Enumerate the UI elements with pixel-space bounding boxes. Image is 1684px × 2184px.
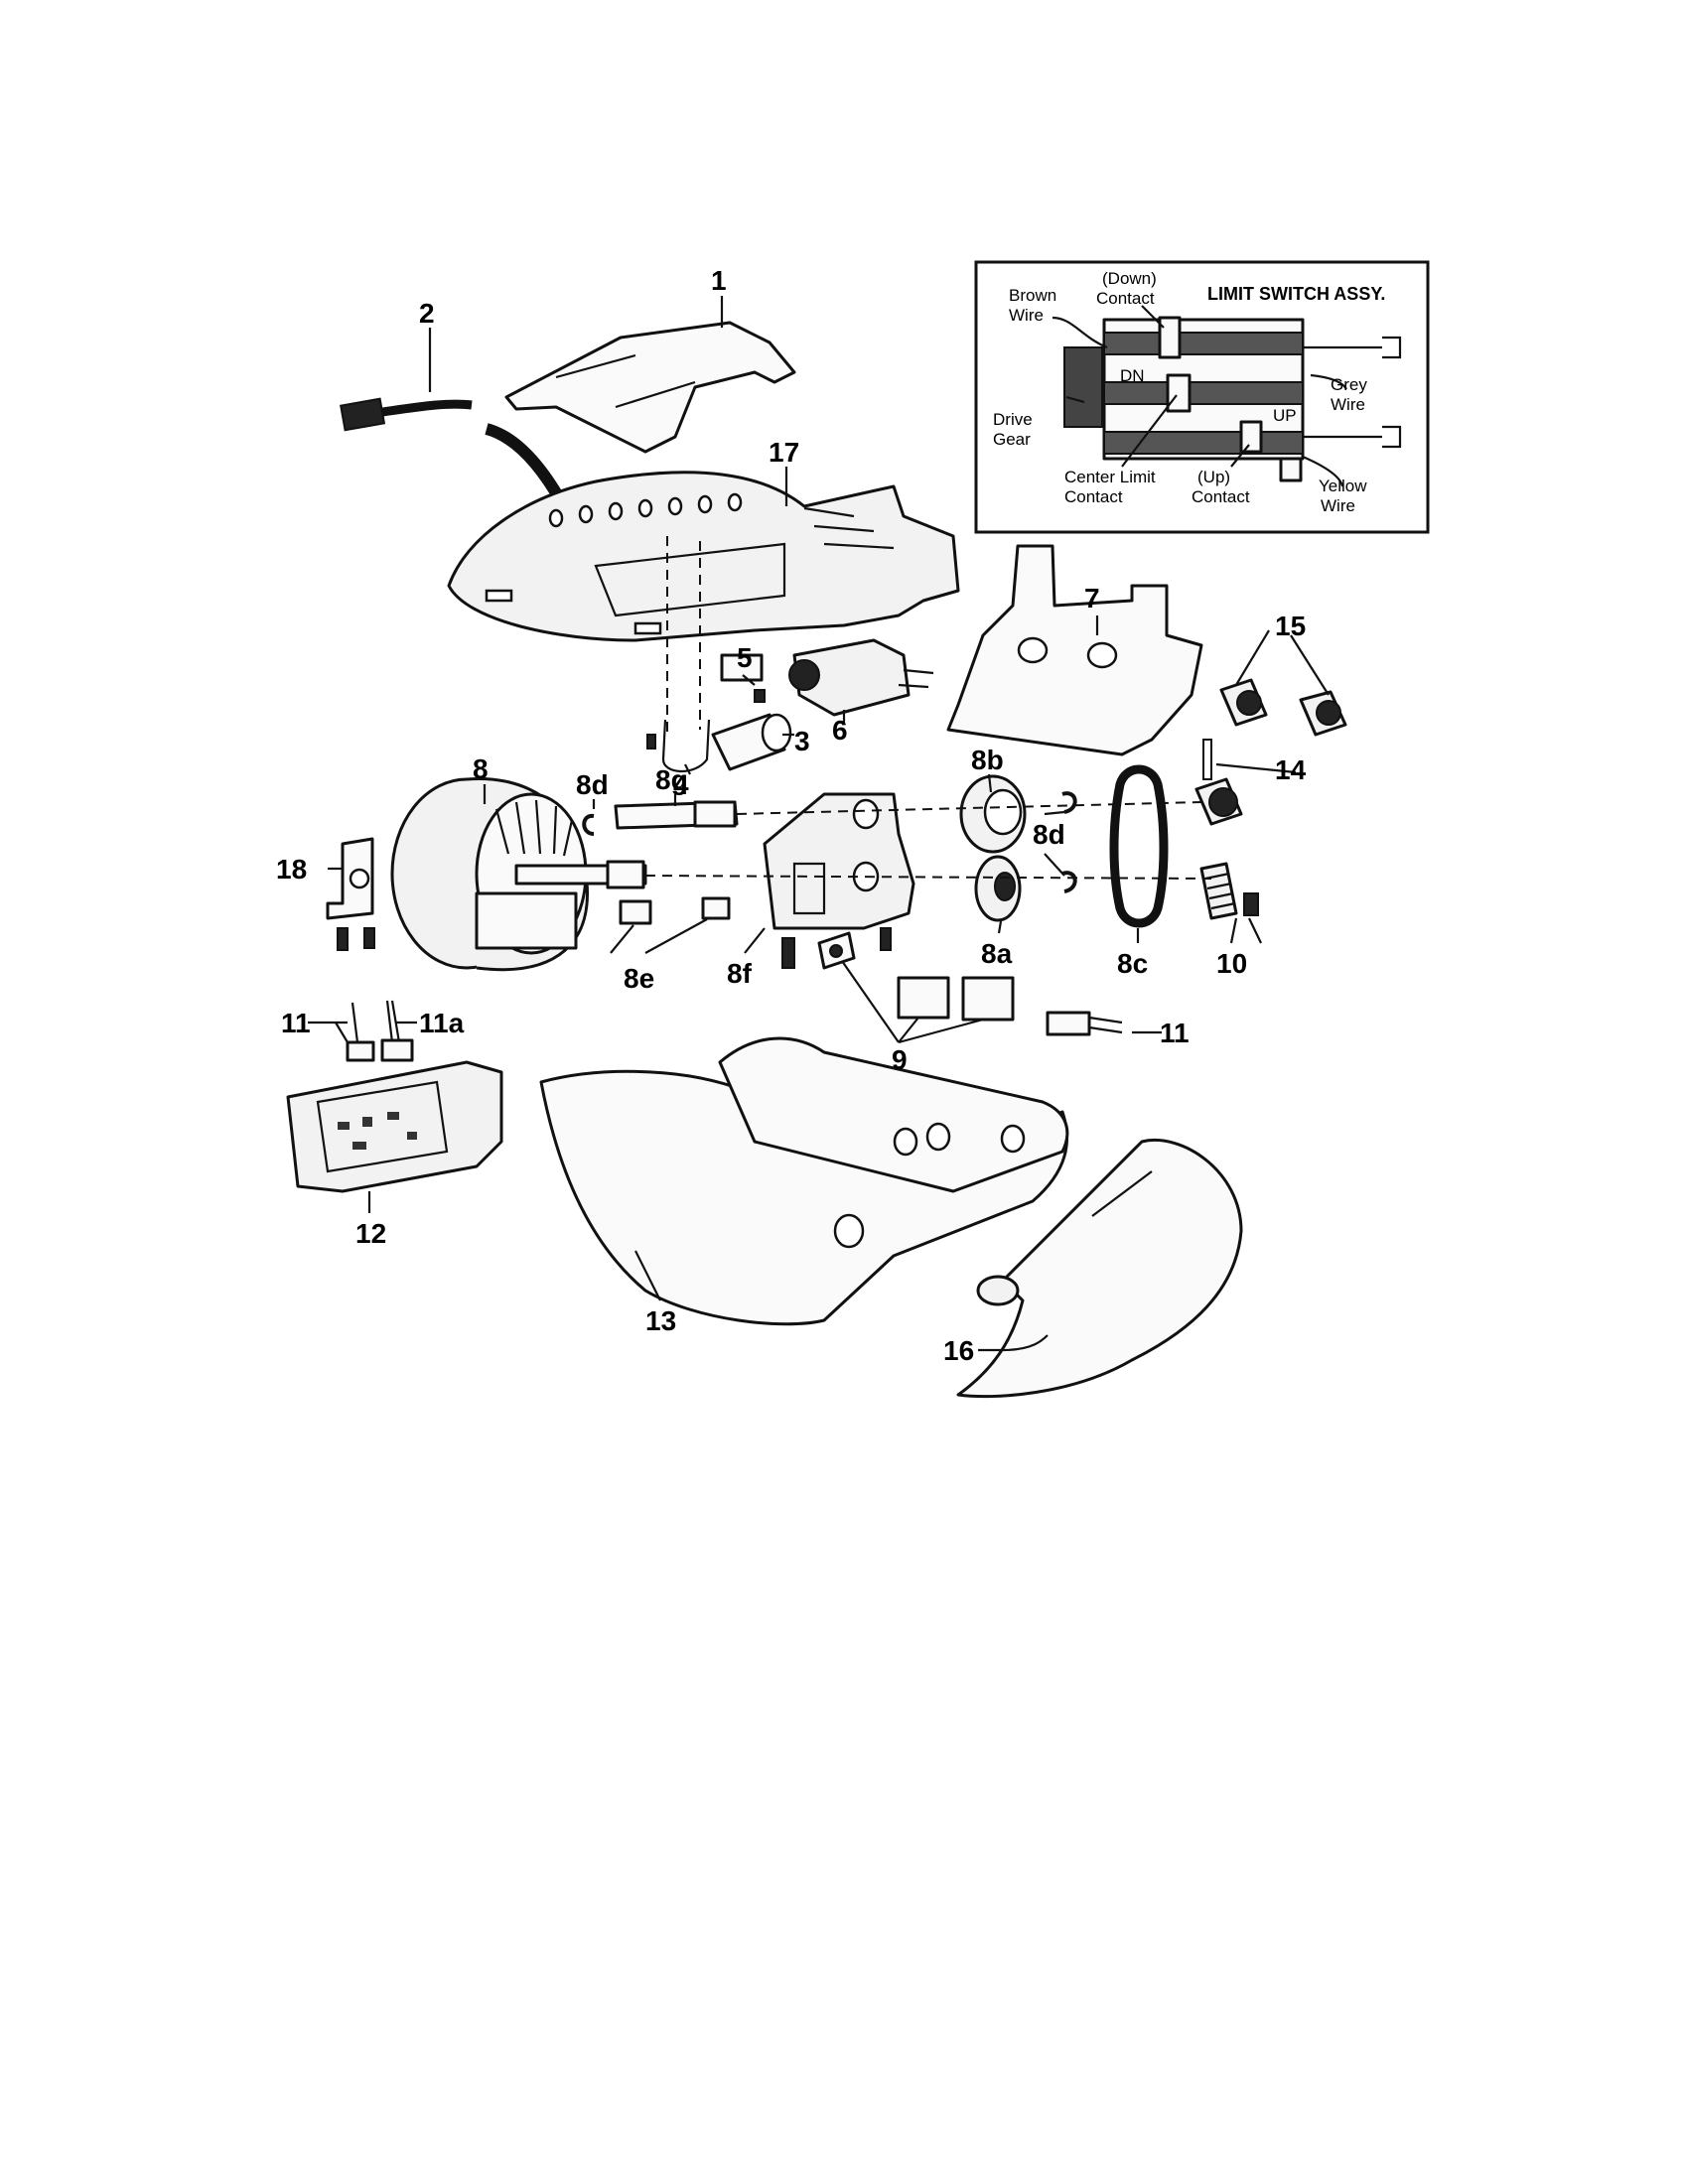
part-8d-clip-right-1: [1061, 791, 1077, 814]
callout-8c: 8c: [1117, 948, 1148, 979]
callout-17: 17: [769, 437, 799, 468]
part-8f-gear-housing: [763, 792, 915, 930]
part-9-assembly: [817, 931, 1015, 1022]
part-6-limit-switch: [788, 638, 934, 717]
switch-tab: [1279, 457, 1303, 482]
callout-15: 15: [1275, 611, 1306, 641]
up-contact-shape: [1239, 420, 1263, 454]
part-4-bracket-clip: [646, 719, 711, 773]
part-16-end-cap: [956, 1139, 1243, 1399]
callout-labels: 1 2 3 4 5 6 7 8 8a 8b 8c 8d 8d 8e 8f 8g …: [276, 265, 1307, 1366]
part-15-bearings: [1219, 678, 1347, 737]
label-up-contact-2: Contact: [1192, 487, 1250, 506]
callout-16: 16: [943, 1335, 974, 1366]
part-8c-belt: [1109, 764, 1169, 928]
part-17-chassis: [447, 471, 960, 642]
part-13-cover: [539, 1036, 1069, 1326]
screw-8f-left: [781, 937, 795, 969]
limit-switch-inset: LIMIT SWITCH ASSY. DN UP Brown Wire (Dow…: [974, 260, 1430, 534]
mark-dn: DN: [1120, 366, 1145, 385]
mark-up: UP: [1273, 406, 1297, 425]
label-center-limit-1: Center Limit: [1064, 468, 1156, 486]
label-up-contact-1: (Up): [1197, 468, 1230, 486]
callout-12: 12: [355, 1218, 386, 1249]
callout-10: 10: [1216, 948, 1247, 979]
screw-8f-right: [880, 927, 892, 951]
label-drive-gear-1: Drive: [993, 410, 1033, 429]
part-5-clip: [720, 653, 766, 703]
label-brown-wire-2: Wire: [1009, 306, 1044, 325]
alignment-line-motor-shaft: [644, 875, 1212, 880]
center-contact-shape: [1166, 373, 1192, 413]
label-center-limit-2: Contact: [1064, 487, 1123, 506]
part-8b-gear: [959, 774, 1027, 854]
label-down-contact-2: Contact: [1096, 289, 1155, 308]
alignment-lines-upper: [666, 536, 701, 735]
part-8g-shaft: [614, 800, 739, 830]
callout-8: 8: [473, 753, 489, 784]
part-8d-clip-right-2: [1061, 871, 1077, 893]
label-yellow-wire-2: Wire: [1321, 496, 1355, 515]
part-14-sprocket: [1194, 739, 1243, 826]
callout-8f: 8f: [727, 958, 753, 989]
callout-4: 4: [673, 769, 689, 800]
threaded-rods: [1103, 332, 1304, 455]
part-12-logic-board: [286, 1060, 503, 1193]
callout-13: 13: [645, 1305, 676, 1336]
callout-6: 6: [832, 715, 848, 746]
part-8e-brushes: [619, 896, 731, 925]
callout-2: 2: [419, 298, 435, 329]
part-11-11a-connectors-left: [346, 1000, 414, 1062]
inset-title: LIMIT SWITCH ASSY.: [1207, 284, 1385, 304]
down-contact-shape: [1158, 316, 1182, 359]
callout-8d-left: 8d: [576, 769, 609, 800]
callout-3: 3: [794, 726, 810, 756]
callout-8b: 8b: [971, 745, 1004, 775]
label-brown-wire-1: Brown: [1009, 286, 1056, 305]
callout-11-left: 11: [281, 1008, 311, 1038]
callout-11-right: 11: [1160, 1018, 1190, 1048]
callout-8a: 8a: [981, 938, 1013, 969]
label-grey-wire-2: Wire: [1331, 395, 1365, 414]
callout-leaders: [308, 296, 1330, 1352]
label-yellow-wire-1: Yellow: [1319, 477, 1367, 495]
part-8d-clip-left: [582, 813, 595, 836]
part-8a-gear: [974, 855, 1022, 922]
callout-9: 9: [892, 1044, 908, 1075]
callout-18: 18: [276, 854, 307, 885]
part-18-mounting-bracket: [326, 837, 375, 951]
callout-1: 1: [711, 265, 727, 296]
callout-7: 7: [1084, 583, 1100, 614]
callout-8g: 8g: [655, 764, 688, 795]
label-down-contact-1: (Down): [1102, 269, 1157, 288]
part-11-connector-right: [1046, 1011, 1123, 1036]
label-drive-gear-2: Gear: [993, 430, 1031, 449]
part-2-power-cord: [340, 397, 567, 504]
switch-connectors: [1303, 336, 1402, 449]
part-10-worm-gear: [1199, 862, 1259, 920]
drive-gear-shape: [1063, 346, 1103, 428]
callout-5: 5: [737, 642, 753, 673]
callout-14: 14: [1275, 754, 1307, 785]
part-8-motor: [390, 776, 647, 972]
part-1-cover-plate: [504, 321, 796, 454]
callout-8d-right: 8d: [1033, 819, 1065, 850]
part-7-bracket: [946, 544, 1203, 756]
callout-8e: 8e: [624, 963, 654, 994]
callout-11a: 11a: [419, 1008, 465, 1038]
label-grey-wire-1: Grey: [1331, 375, 1367, 394]
part-3-capacitor: [711, 713, 792, 771]
